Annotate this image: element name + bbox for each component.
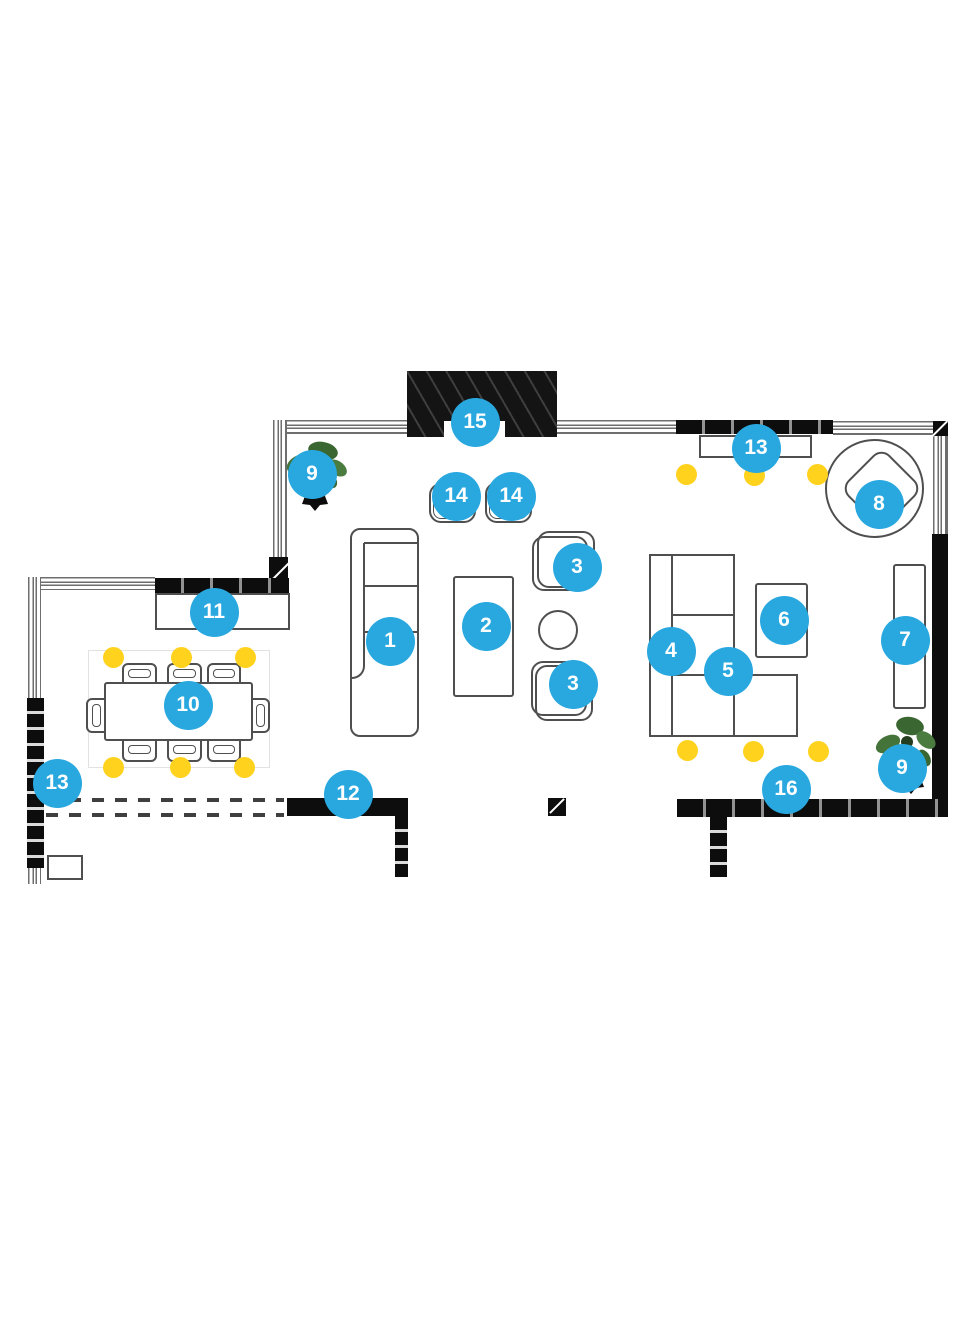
side-table <box>538 610 578 650</box>
wall-stub <box>548 798 566 816</box>
ceiling-light-dot <box>234 646 256 668</box>
item-marker-7[interactable]: 7 <box>880 615 930 665</box>
item-marker-15[interactable]: 15 <box>450 397 500 447</box>
item-marker-10[interactable]: 10 <box>163 680 213 730</box>
ceiling-light-dot <box>806 463 828 485</box>
dining-chair <box>207 739 241 762</box>
ceiling-light-dot <box>676 739 698 761</box>
item-marker-6[interactable]: 6 <box>759 595 809 645</box>
ceiling-light-dot <box>102 646 124 668</box>
window-far-left-lower <box>28 868 41 884</box>
dining-chair <box>86 698 106 733</box>
item-marker-16[interactable]: 16 <box>761 764 811 814</box>
window-top-right <box>833 421 934 435</box>
item-marker-12[interactable]: 12 <box>323 769 373 819</box>
wall-kitchen <box>155 578 289 593</box>
ceiling-light-dot <box>169 756 191 778</box>
window-right-upper <box>933 435 948 535</box>
dining-chair <box>250 698 270 733</box>
ceiling-light-dot <box>102 756 124 778</box>
ceiling-light-dot <box>233 756 255 778</box>
sofa-chaise-line <box>352 543 365 679</box>
item-marker-2[interactable]: 2 <box>461 601 511 651</box>
wall-corner-top-right <box>931 420 949 437</box>
ceiling-light-dot <box>742 740 764 762</box>
window-kitchen <box>28 577 155 590</box>
item-marker-8[interactable]: 8 <box>854 479 904 529</box>
wall-bottom-left-return <box>395 816 408 877</box>
window-far-left <box>28 577 41 698</box>
item-marker-13[interactable]: 13 <box>32 758 82 808</box>
item-marker-3[interactable]: 3 <box>548 659 598 709</box>
window-left-upper <box>273 420 287 557</box>
item-marker-14[interactable]: 14 <box>431 471 481 521</box>
window-top-left <box>273 420 408 434</box>
opening-dashed-line <box>46 813 284 817</box>
item-marker-1[interactable]: 1 <box>365 616 415 666</box>
item-marker-4[interactable]: 4 <box>646 626 696 676</box>
sectional-seat-1 <box>671 554 735 616</box>
ceiling-light-dot <box>675 463 697 485</box>
wall-right <box>932 534 948 817</box>
item-marker-13[interactable]: 13 <box>731 423 781 473</box>
wall-bottom-right-return <box>710 817 727 877</box>
item-marker-14[interactable]: 14 <box>486 471 536 521</box>
item-marker-11[interactable]: 11 <box>189 587 239 637</box>
opening-dashed-line <box>46 798 284 802</box>
ceiling-light-dot <box>170 646 192 668</box>
item-marker-3[interactable]: 3 <box>552 542 602 592</box>
wall-bottom-right <box>677 799 948 817</box>
item-marker-9[interactable]: 9 <box>287 449 337 499</box>
item-marker-9[interactable]: 9 <box>877 743 927 793</box>
item-marker-5[interactable]: 5 <box>703 646 753 696</box>
counter-bottom-left <box>47 855 83 880</box>
dining-chair <box>122 739 157 762</box>
ceiling-light-dot <box>807 740 829 762</box>
window-top-middle <box>556 420 677 434</box>
